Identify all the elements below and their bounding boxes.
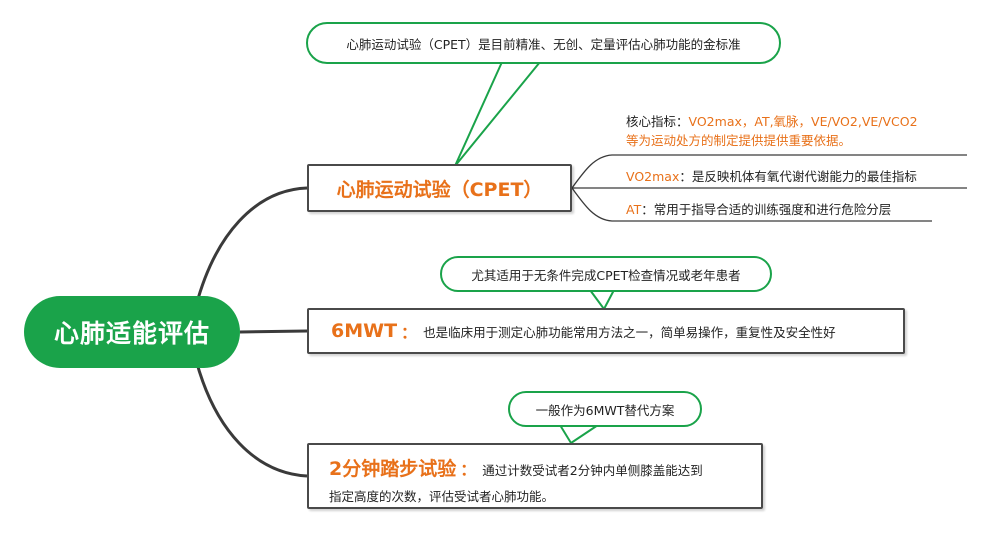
node-cpet[interactable]: 心肺运动试验（CPET） — [307, 164, 572, 212]
callout-cpet: 心肺运动试验（CPET）是目前精准、无创、定量评估心肺功能的金标准 — [306, 22, 781, 64]
node-step-title: 2分钟踏步试验 — [329, 458, 457, 480]
node-6mwt-title: 6MWT — [331, 320, 398, 342]
subtopic-vo2max[interactable]: VO2max：是反映机体有氧代谢代谢能力的最佳指标 — [626, 166, 917, 185]
callout-6mwt: 尤其适用于无条件完成CPET检查情况或老年患者 — [440, 256, 772, 292]
subtopic-core-indicators[interactable]: 核心指标：VO2max，AT,氧脉，VE/VO2,VE/VCO2 等为运动处方的… — [626, 112, 918, 150]
callout-step-text: 一般作为6MWT替代方案 — [535, 402, 675, 418]
connector-root-6mwt — [239, 329, 308, 334]
callout-step: 一般作为6MWT替代方案 — [508, 391, 702, 427]
callout-tail-cpet — [454, 61, 541, 167]
node-6mwt[interactable]: 6MWT ： 也是临床用于测定心肺功能常用方法之一，简单易操作，重复性及安全性好 — [307, 308, 905, 354]
node-step-description-line1: 通过计数受试者2分钟内单侧膝盖能达到 — [482, 463, 703, 478]
subtopic-core-line2: 等为运动处方的制定提供提供重要依据。 — [626, 133, 852, 148]
node-step-separator: ： — [460, 460, 477, 479]
node-6mwt-separator: ： — [401, 323, 418, 342]
root-label: 心肺适能评估 — [53, 319, 210, 348]
connector-cpet-at — [571, 187, 932, 222]
subtopic-core-highlight: VO2max，AT,氧脉，VE/VO2,VE/VCO2 — [688, 114, 918, 129]
node-cpet-title: 心肺运动试验（CPET） — [336, 178, 543, 201]
node-6mwt-description: 也是临床用于测定心肺功能常用方法之一，简单易操作，重复性及安全性好 — [423, 324, 836, 340]
subtopic-at-term: AT — [626, 202, 642, 217]
subtopic-at[interactable]: AT：常用于指导合适的训练强度和进行危险分层 — [626, 199, 891, 218]
node-step-line1: 2分钟踏步试验 ： 通过计数受试者2分钟内单侧膝盖能达到 — [329, 454, 751, 481]
subtopic-at-text: ：常用于指导合适的训练强度和进行危险分层 — [641, 202, 892, 217]
node-step-description-line2: 指定高度的次数，评估受试者心肺功能。 — [329, 489, 555, 504]
node-step-test[interactable]: 2分钟踏步试验 ： 通过计数受试者2分钟内单侧膝盖能达到 指定高度的次数，评估受… — [307, 443, 763, 509]
connector-root-step — [194, 359, 308, 478]
callout-tail-6mwt — [589, 289, 615, 310]
callout-cpet-text: 心肺运动试验（CPET）是目前精准、无创、定量评估心肺功能的金标准 — [346, 36, 741, 52]
subtopic-vo2max-term: VO2max — [626, 169, 680, 184]
callout-6mwt-text: 尤其适用于无条件完成CPET检查情况或老年患者 — [471, 267, 741, 283]
subtopic-core-prefix: 核心指标： — [626, 114, 689, 129]
subtopic-vo2max-text: ：是反映机体有氧代谢代谢能力的最佳指标 — [679, 169, 917, 184]
callout-tail-step — [559, 424, 599, 444]
connector-root-cpet — [194, 186, 308, 307]
connector-cpet-core — [571, 154, 967, 189]
root-node[interactable]: 心肺适能评估 — [24, 296, 240, 368]
